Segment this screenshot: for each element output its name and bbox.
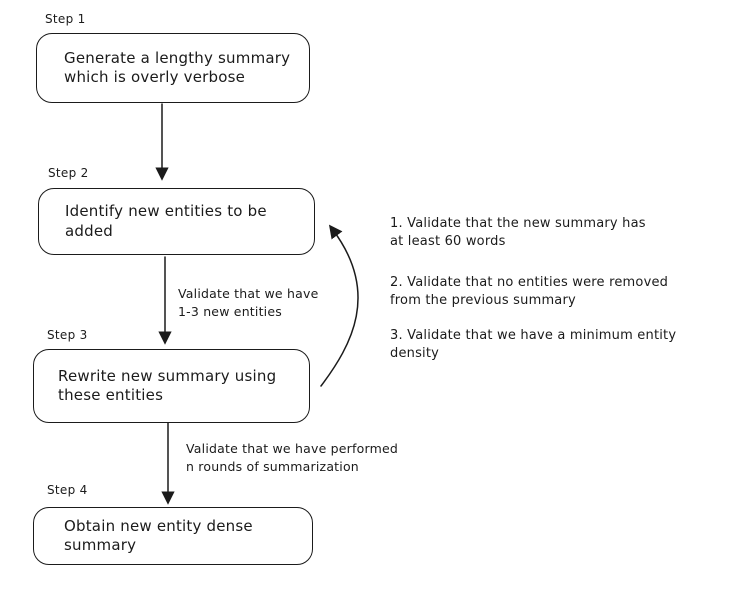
step3-label: Step 3	[47, 328, 88, 342]
step1-text-line1: Generate a lengthy summary	[64, 48, 291, 67]
step3-box: Rewrite new summary using these entities	[33, 349, 310, 423]
step2-label: Step 2	[48, 166, 89, 180]
step4-text-line1: Obtain new entity dense	[64, 516, 253, 535]
loop-validation-note-1: 1. Validate that the new summary has at …	[390, 215, 646, 251]
edge-label-step2-step3-line2: 1-3 new entities	[178, 303, 282, 319]
edge-label-step3-step4: Validate that we have performed n rounds…	[186, 440, 398, 475]
step4-label: Step 4	[47, 483, 88, 497]
step1-label: Step 1	[45, 12, 86, 26]
step1-text-line2: which is overly verbose	[64, 68, 246, 86]
step2-text-line1: Identify new entities to be	[65, 202, 267, 220]
step4-text-line2: summary	[64, 536, 137, 554]
step2-box: Identify new entities to be added	[38, 188, 315, 255]
loop-validation-note-1-line1: 1. Validate that the new summary has	[390, 216, 646, 231]
edge-label-step2-step3-line1: Validate that we have	[178, 286, 319, 301]
step2-text-line2: added	[65, 221, 113, 240]
arrow-loop-step3-to-step2	[320, 224, 359, 387]
loop-validation-note-2-line2: from the previous summary	[390, 293, 576, 308]
loop-validation-note-2-line1: 2. Validate that no entities were remove…	[390, 275, 669, 290]
step3-text-line1: Rewrite new summary using	[58, 366, 277, 385]
edge-label-step3-step4-line2: n rounds of summarization	[186, 458, 359, 474]
step1-box: Generate a lengthy summary which is over…	[36, 33, 310, 103]
loop-validation-note-3-line2: density	[390, 346, 440, 361]
loop-validation-note-3: 3. Validate that we have a minimum entit…	[390, 327, 676, 363]
loop-validation-note-2: 2. Validate that no entities were remove…	[390, 274, 668, 310]
step4-box: Obtain new entity dense summary	[33, 507, 313, 565]
edge-label-step2-step3: Validate that we have 1-3 new entities	[178, 285, 318, 320]
loop-validation-note-1-line2: at least 60 words	[390, 234, 506, 249]
edge-label-step3-step4-line1: Validate that we have performed	[186, 441, 398, 456]
loop-validation-note-3-line1: 3. Validate that we have a minimum entit…	[390, 328, 677, 343]
step3-text-line2: these entities	[58, 386, 164, 404]
